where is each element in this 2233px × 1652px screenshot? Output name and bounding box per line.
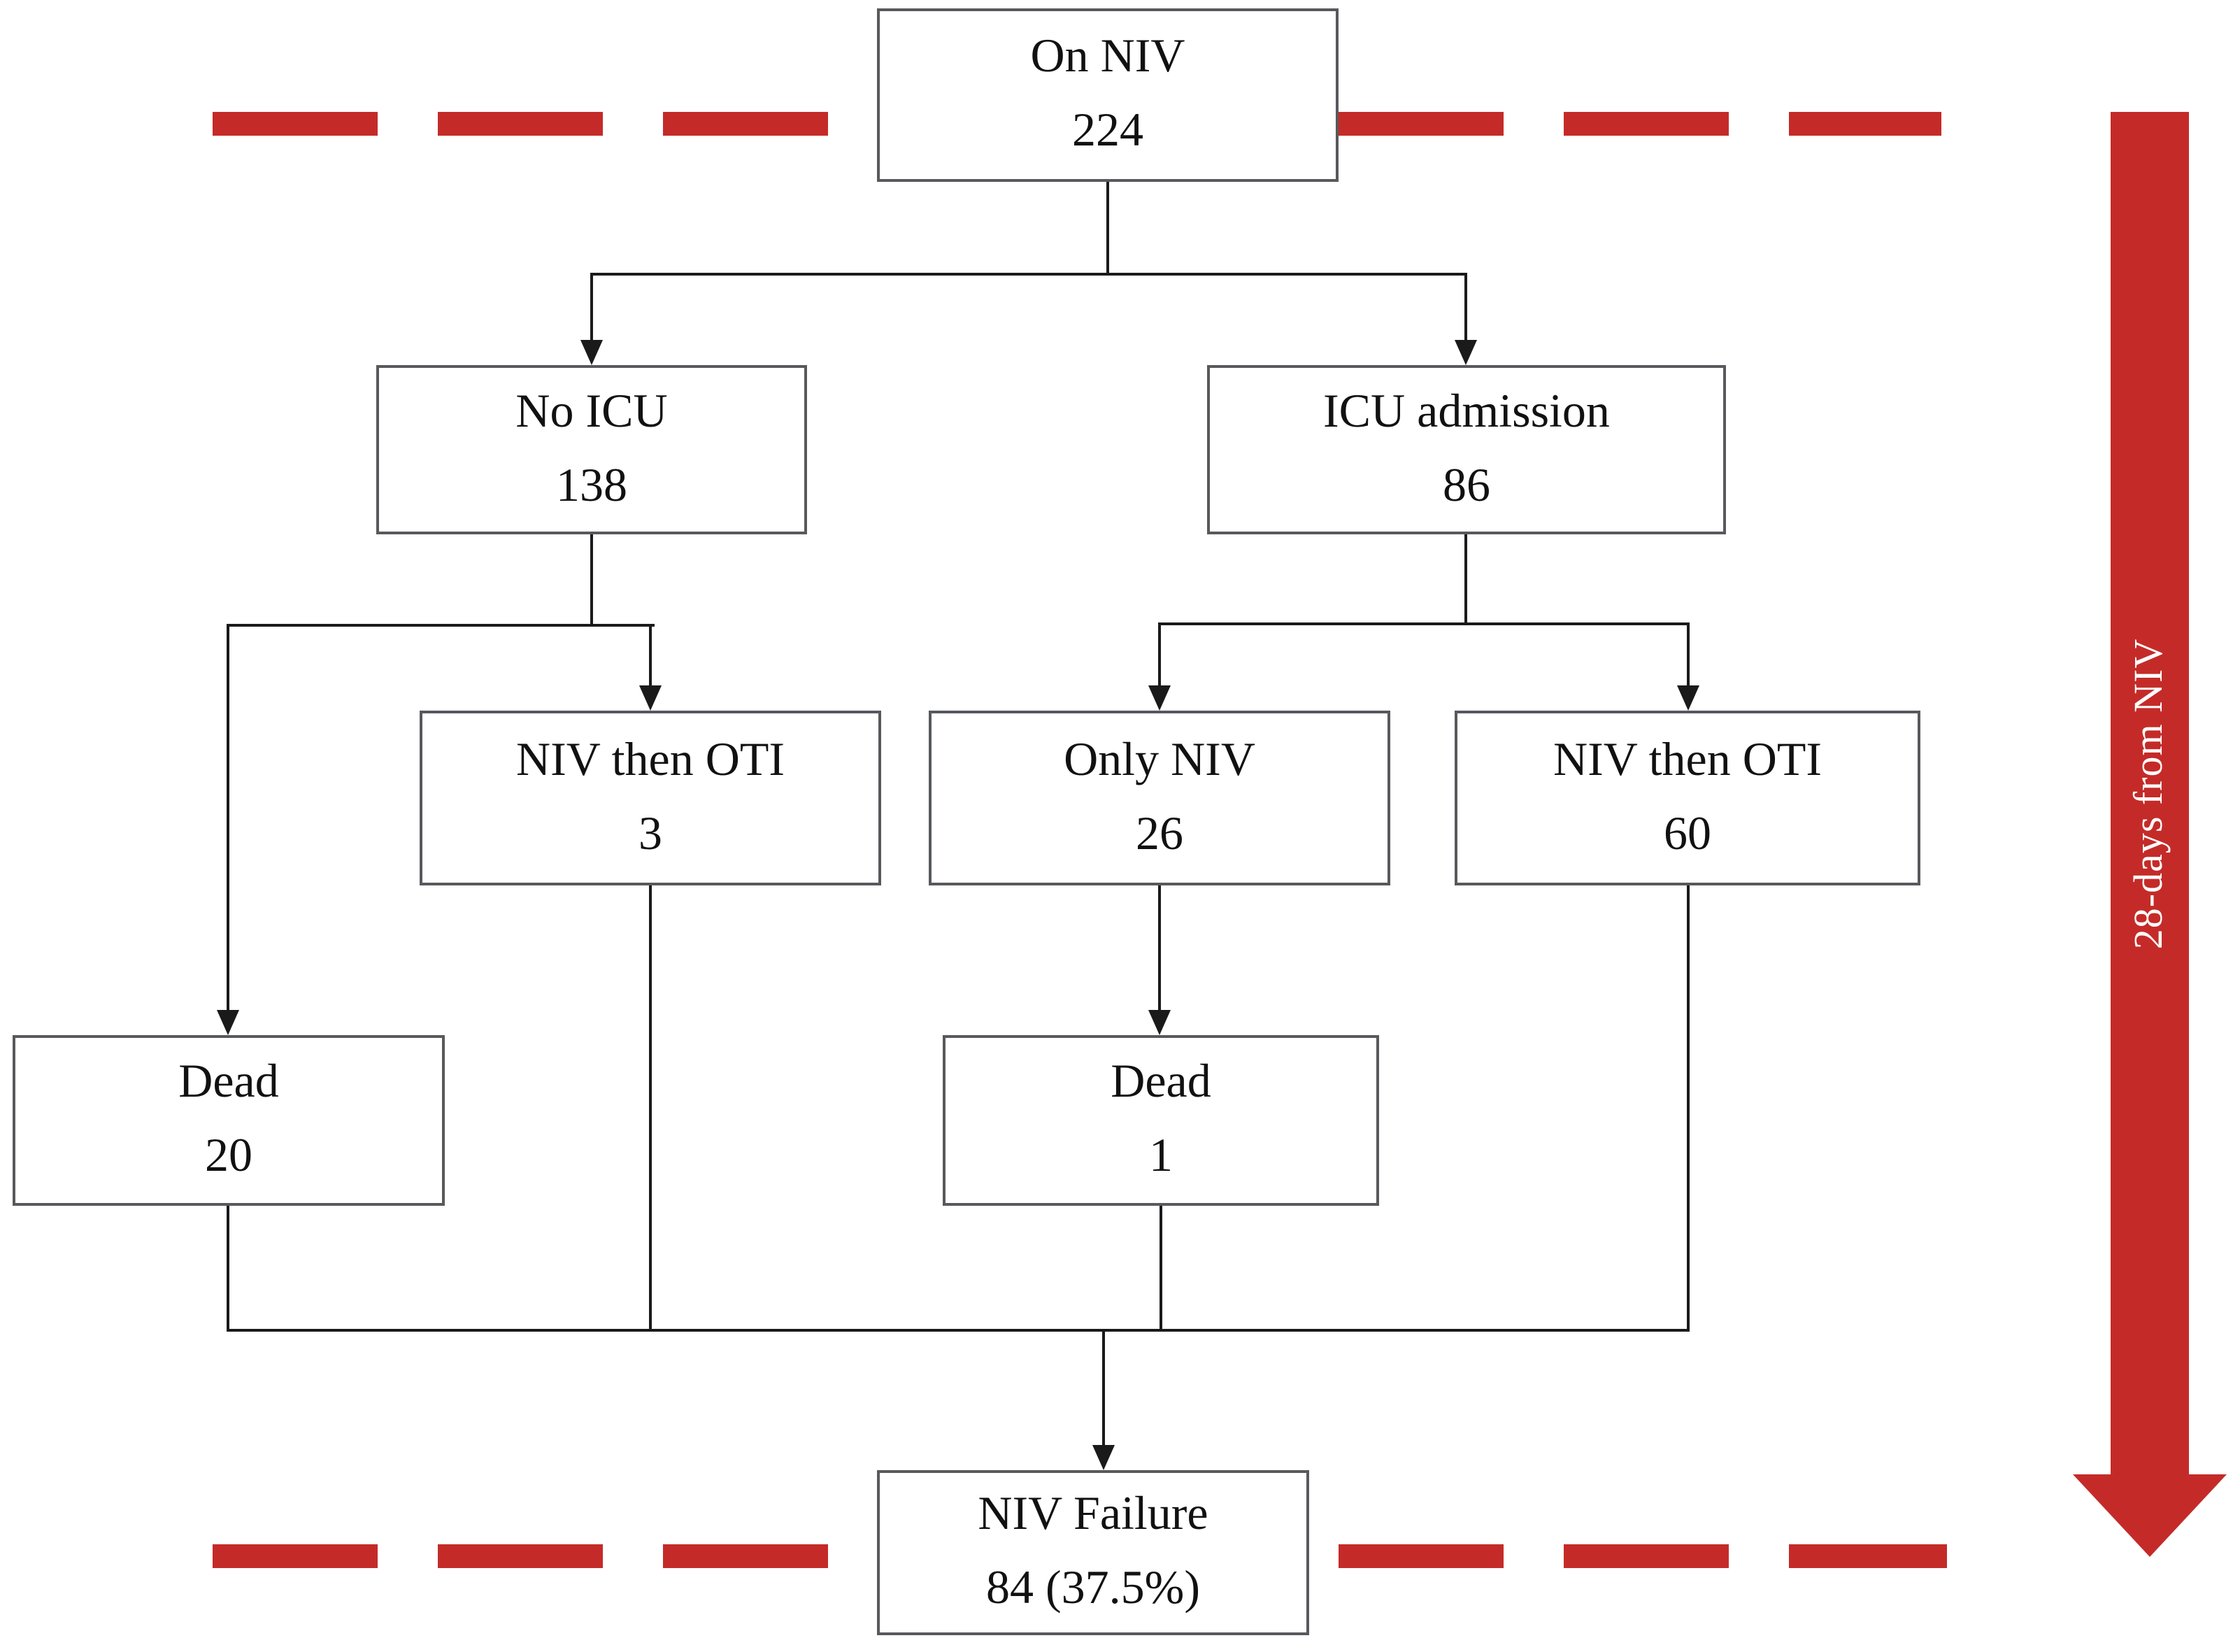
box-on-niv: On NIV 224: [877, 8, 1339, 182]
box-niv-failure-label: NIV Failure: [978, 1488, 1208, 1541]
box-no-icu: No ICU 138: [376, 365, 807, 534]
box-niv-then-oti-icu: NIV then OTI 60: [1455, 711, 1920, 885]
box-dead-ward-label: Dead: [178, 1056, 279, 1109]
arrowhead-to-dead20-icon: [217, 1010, 239, 1035]
connector-to-dead20: [227, 624, 229, 1011]
connector-to-onlyniv: [1158, 622, 1161, 687]
connector-noicu-split: [227, 624, 655, 627]
box-icu-admission-value: 86: [1443, 460, 1490, 511]
box-icu-admission: ICU admission 86: [1207, 365, 1726, 534]
connector-to-nivfailure: [1102, 1329, 1105, 1446]
timeline-arrow-shaft: 28-days from NIV: [2111, 112, 2189, 1476]
connector-dead20-down: [227, 1206, 229, 1332]
connector-to-nivoti-icu: [1687, 622, 1690, 687]
connector-to-nivoti-ward: [649, 624, 652, 687]
connector-onniv-down: [1106, 182, 1109, 274]
box-no-icu-value: 138: [556, 460, 627, 511]
connector-nivoti-ward-down: [649, 885, 652, 1332]
box-no-icu-label: No ICU: [515, 385, 668, 438]
timeline-arrowhead-icon: [2073, 1474, 2227, 1557]
arrowhead-to-onlyniv-icon: [1148, 685, 1171, 711]
connector-level1-split: [590, 273, 1467, 276]
box-on-niv-value: 224: [1072, 105, 1143, 157]
box-only-niv-label: Only NIV: [1064, 734, 1255, 786]
box-niv-then-oti-icu-label: NIV then OTI: [1553, 734, 1822, 786]
box-dead-icu-label: Dead: [1111, 1056, 1211, 1109]
box-only-niv: Only NIV 26: [929, 711, 1390, 885]
box-dead-icu-value: 1: [1149, 1130, 1173, 1182]
arrowhead-to-icuadmission-icon: [1455, 340, 1477, 365]
box-only-niv-value: 26: [1136, 808, 1183, 860]
box-niv-failure: NIV Failure 84 (37.5%): [877, 1470, 1309, 1635]
box-niv-failure-value: 84 (37.5%): [986, 1562, 1200, 1614]
box-on-niv-label: On NIV: [1030, 31, 1185, 83]
arrowhead-to-nivoti-ward-icon: [639, 685, 662, 711]
box-niv-then-oti-ward-label: NIV then OTI: [516, 734, 785, 786]
box-dead-icu: Dead 1: [943, 1035, 1379, 1206]
arrowhead-to-dead1-icon: [1148, 1010, 1171, 1035]
connector-nivoti-icu-down: [1687, 885, 1690, 1332]
timeline-label: 28-days from NIV: [2127, 638, 2172, 950]
box-dead-ward: Dead 20: [13, 1035, 445, 1206]
connector-noicu-down: [590, 534, 593, 627]
connector-collection-line: [227, 1329, 1690, 1332]
connector-onlyniv-to-dead1: [1158, 885, 1161, 1011]
arrowhead-to-nivoti-icu-icon: [1677, 685, 1699, 711]
connector-to-noicu: [590, 273, 593, 343]
box-niv-then-oti-ward-value: 3: [638, 808, 662, 860]
box-dead-ward-value: 20: [205, 1130, 252, 1182]
connector-to-icuadmission: [1464, 273, 1467, 343]
box-niv-then-oti-icu-value: 60: [1664, 808, 1711, 860]
box-icu-admission-label: ICU admission: [1323, 385, 1610, 438]
arrowhead-to-noicu-icon: [580, 340, 603, 365]
connector-icu-split: [1158, 622, 1690, 625]
connector-dead1-down: [1160, 1206, 1162, 1332]
connector-icu-down: [1464, 534, 1467, 625]
arrowhead-to-nivfailure-icon: [1092, 1445, 1115, 1470]
box-niv-then-oti-ward: NIV then OTI 3: [420, 711, 881, 885]
